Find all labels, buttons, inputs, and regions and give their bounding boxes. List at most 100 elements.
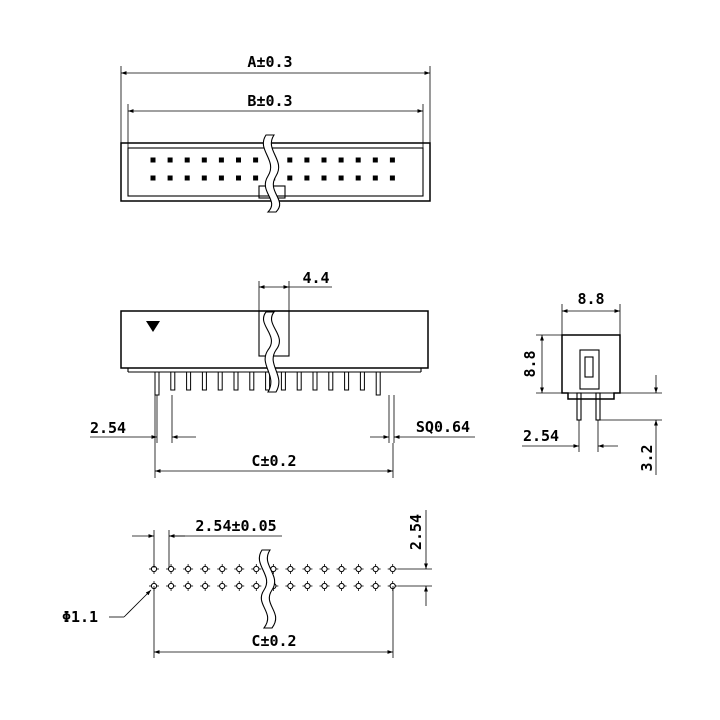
top-pin: [218, 175, 224, 181]
dim-2-54-row: 2.54: [398, 510, 432, 606]
top-pin: [150, 157, 156, 163]
pcb-hole: [202, 582, 209, 590]
top-pin: [389, 175, 395, 181]
front-pin: [265, 371, 271, 391]
front-pin: [217, 371, 223, 391]
dim-8-8-height-label: 8.8: [521, 350, 539, 377]
dim-b: B±0.3: [127, 92, 424, 148]
front-pin: [154, 371, 160, 396]
top-pin: [236, 157, 241, 163]
front-pin: [344, 371, 350, 391]
dim-a-label: A±0.3: [247, 53, 292, 71]
front-pin: [312, 371, 318, 391]
front-pin: [359, 371, 365, 391]
top-pin: [304, 157, 310, 163]
dim-pitch-label: 2.54±0.05: [195, 517, 276, 535]
front-pin: [170, 371, 176, 391]
pcb-hole: [167, 565, 175, 573]
top-pin: [218, 157, 224, 163]
front-pin: [186, 371, 192, 391]
dim-8-8-height: 8.8: [521, 334, 562, 394]
dim-2-54-side: 2.54: [522, 420, 618, 452]
dim-3-2: 3.2: [600, 375, 662, 475]
pcb-hole: [389, 565, 396, 573]
top-break-mark: [262, 134, 281, 213]
top-pin: [201, 175, 207, 181]
dim-b-label: B±0.3: [247, 92, 292, 110]
dim-c-bottom-label: C±0.2: [251, 632, 296, 650]
dim-4-4: 4.4: [258, 269, 332, 311]
dim-2-54-row-label: 2.54: [407, 514, 425, 550]
top-pin: [201, 157, 207, 163]
top-pin: [287, 175, 293, 181]
top-pin: [389, 157, 395, 163]
dim-c-front: C±0.2: [154, 395, 394, 478]
dim-3-2-label: 3.2: [638, 444, 656, 471]
dim-sq-label: SQ0.64: [416, 418, 470, 436]
side-pin-left: [576, 392, 582, 421]
front-pin-row: [154, 371, 381, 396]
dim-pitch: 2.54±0.05: [132, 517, 282, 568]
front-pin: [328, 371, 334, 391]
side-view: 8.8 8.8 3.2 2.54: [521, 290, 662, 475]
top-pin: [355, 175, 361, 181]
pcb-hole: [338, 582, 345, 590]
dim-c-bottom: C±0.2: [153, 586, 394, 658]
top-pin: [372, 157, 378, 163]
pcb-layout: 2.54±0.05 2.54 Φ1.1 C±0.2: [62, 510, 432, 658]
dim-a: A±0.3: [120, 53, 431, 143]
pcb-hole: [185, 582, 192, 590]
front-pin: [375, 371, 381, 396]
dim-8-8-width: 8.8: [561, 290, 621, 335]
pcb-hole: [236, 582, 243, 590]
pcb-hole: [338, 565, 345, 573]
top-pin: [253, 175, 259, 181]
side-pin-right: [595, 392, 601, 421]
front-pin: [249, 371, 255, 391]
top-view-body: [120, 134, 431, 213]
top-pin: [167, 175, 173, 181]
side-body: [561, 334, 621, 400]
pcb-hole: [167, 582, 175, 590]
top-pin: [321, 157, 327, 163]
top-pin: [287, 157, 293, 163]
top-pin: [236, 175, 241, 181]
dim-phi: Φ1.1: [62, 589, 152, 626]
top-pin: [150, 175, 156, 181]
dim-c-front-label: C±0.2: [251, 452, 296, 470]
pcb-hole: [287, 582, 294, 590]
top-pin-grid: [150, 157, 395, 181]
top-pin: [184, 157, 190, 163]
pcb-hole: [321, 582, 328, 590]
front-view: 4.4 2.54 SQ0.64 C±0.2: [90, 269, 475, 478]
dim-2-54-front: 2.54: [90, 395, 196, 443]
pcb-hole: [321, 565, 328, 573]
dim-2-54-front-label: 2.54: [90, 419, 126, 437]
dim-phi-label: Φ1.1: [62, 608, 98, 626]
dim-4-4-label: 4.4: [302, 269, 329, 287]
pcb-hole: [355, 565, 362, 573]
top-view: A±0.3 B±0.3: [120, 53, 431, 213]
pcb-hole: [253, 565, 260, 573]
top-pin: [338, 157, 344, 163]
pcb-hole: [202, 565, 209, 573]
front-pin: [201, 371, 207, 391]
front-pin: [280, 371, 286, 391]
dim-8-8-width-label: 8.8: [577, 290, 604, 308]
pcb-break-mark: [258, 549, 277, 629]
top-pin: [304, 175, 310, 181]
pcb-hole: [372, 565, 379, 573]
pcb-hole: [304, 565, 311, 573]
top-pin: [321, 175, 327, 181]
top-pin: [355, 157, 361, 163]
front-pin: [233, 371, 239, 391]
top-pin: [372, 175, 378, 181]
pcb-hole: [219, 582, 226, 590]
top-pin: [184, 175, 190, 181]
top-pin: [167, 157, 173, 163]
pcb-hole: [185, 565, 192, 573]
pin-one-triangle: [146, 321, 160, 332]
pcb-hole: [219, 565, 226, 573]
dim-2-54-side-label: 2.54: [523, 427, 559, 445]
dim-sq: SQ0.64: [370, 395, 475, 443]
